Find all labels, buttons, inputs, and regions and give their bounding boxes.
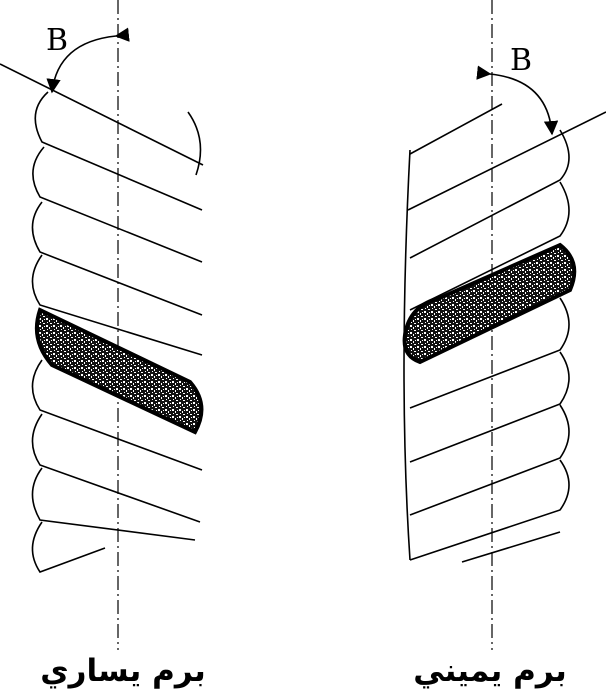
right-rope-caption: برم يميني (413, 653, 567, 689)
right-rope (402, 0, 606, 650)
right-rope-strand (409, 297, 570, 409)
left-rope (0, 0, 204, 650)
right-rope-strand (461, 531, 561, 563)
right-rope-strand (409, 103, 503, 155)
left-rope-reference-line (0, 63, 204, 166)
right-rope-strand (409, 351, 570, 463)
left-rope-strand (34, 91, 203, 211)
right-rope-strand (409, 129, 570, 259)
right-rope-angle-arc (476, 65, 559, 136)
left-rope-strand (31, 467, 196, 541)
right-rope-strand (409, 404, 570, 516)
left-rope-angle-arc (46, 27, 130, 94)
left-rope-strand (31, 413, 201, 523)
left-rope-strand (32, 146, 203, 263)
left-rope-highlighted-strand (35, 307, 204, 435)
left-rope-caption: برم يساري (40, 653, 206, 689)
left-rope-angle-label: B (46, 23, 68, 58)
left-rope-strand (31, 201, 203, 316)
right-rope-highlighted-strand (402, 242, 577, 365)
left-rope-strand (31, 254, 203, 356)
right-rope-strand (409, 181, 570, 311)
right-rope-reference-line (407, 111, 606, 211)
left-rope-strand-end (187, 111, 202, 176)
left-rope-strand (31, 359, 203, 471)
left-rope-strand (31, 521, 106, 573)
right-rope-angle-label: B (510, 43, 532, 78)
right-rope-strand-edge (403, 149, 411, 561)
right-rope-strand (409, 459, 570, 561)
